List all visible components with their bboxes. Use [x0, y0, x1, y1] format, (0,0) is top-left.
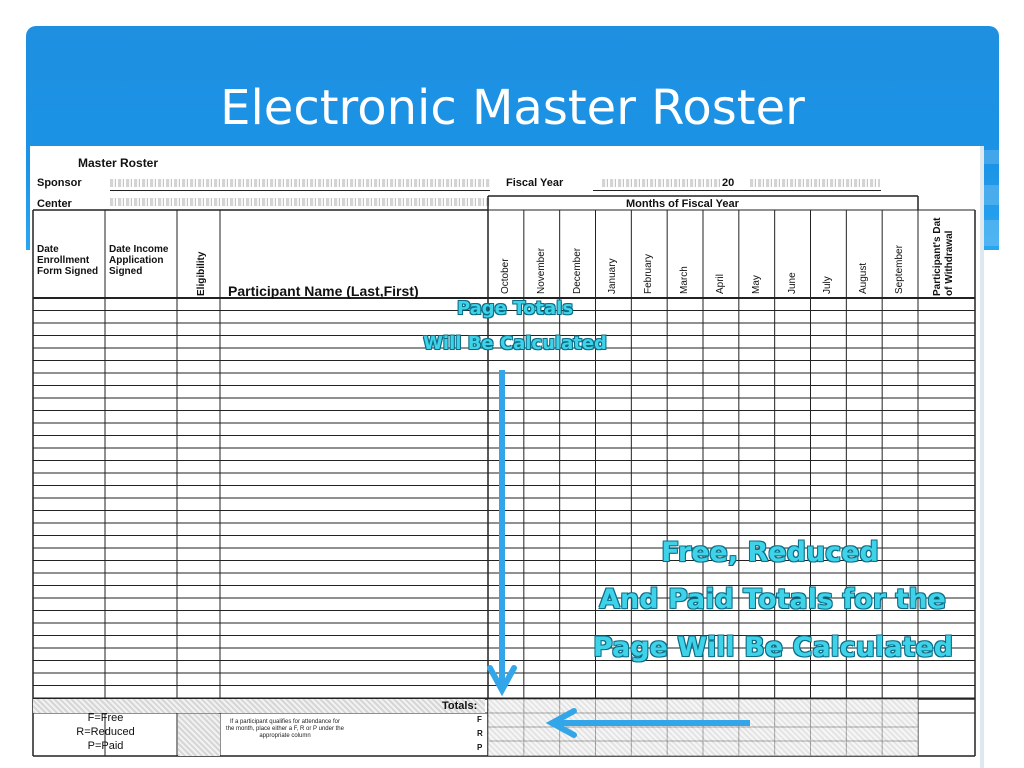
fiscal-year-value: 20 [722, 177, 735, 189]
frp-annotation-line1: Free, Reduced [661, 537, 879, 568]
fiscal-year-redacted [602, 179, 722, 187]
frp-annotation-line3: Page Will Be Calculated [592, 632, 954, 663]
center-value-redacted [110, 198, 490, 206]
income-header: Date Income Application Signed [109, 244, 169, 277]
enrollment-header: Date Enrollment Form Signed [37, 244, 99, 277]
form-heading: Master Roster [78, 156, 159, 170]
slide-title: Electronic Master Roster [220, 80, 805, 136]
page-totals-annotation-line2: Will Be Calculated [423, 333, 607, 354]
months-group-label: Months of Fiscal Year [626, 198, 739, 210]
totals-row-p: P [477, 743, 483, 752]
fiscal-year-redacted [750, 179, 880, 187]
legend-free: F=Free [87, 712, 124, 724]
attendance-note: If a participant qualifies for attendanc… [226, 719, 344, 739]
totals-row-r: R [477, 729, 483, 738]
left-arrow-head [545, 708, 577, 738]
frp-annotation-line2: And Paid Totals for the [599, 584, 946, 615]
down-arrow-head [487, 665, 517, 697]
slide-edge [980, 146, 984, 768]
sponsor-label: Sponsor [37, 177, 82, 189]
totals-row-shading [33, 699, 485, 713]
participant-header: Participant Name (Last,First) [228, 283, 419, 299]
legend-shading [178, 714, 220, 756]
sponsor-underline [110, 190, 490, 191]
fiscal-year-underline [593, 190, 881, 191]
center-label: Center [37, 198, 72, 210]
legend-paid: P=Paid [87, 740, 124, 752]
totals-row-f: F [477, 715, 482, 724]
fiscal-year-label: Fiscal Year [506, 177, 564, 189]
legend-reduced: R=Reduced [76, 726, 135, 738]
sponsor-value-redacted [110, 179, 490, 187]
page-totals-annotation-line1: Page Totals [456, 298, 574, 319]
totals-label: Totals: [442, 700, 478, 712]
